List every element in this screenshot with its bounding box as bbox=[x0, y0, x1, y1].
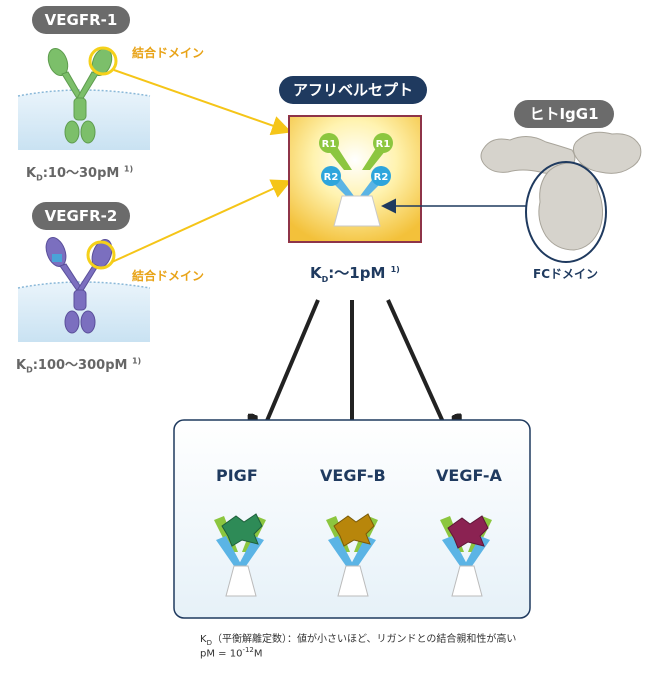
drug-kd: KD:〜1pM 1) bbox=[310, 264, 400, 284]
r1-left-label: R1 bbox=[322, 139, 337, 150]
drug-molecule-icon bbox=[319, 133, 393, 227]
arrow-vegfr1-to-drug bbox=[113, 69, 292, 136]
r2-right-domain bbox=[371, 166, 391, 186]
arrow-to-vegfa bbox=[386, 299, 452, 442]
drug-title-pill: アフリベルセプト bbox=[279, 76, 427, 104]
target-label-vegfb: VEGF-B bbox=[320, 466, 386, 485]
arrow-to-pigf bbox=[258, 299, 320, 442]
r2-left-domain bbox=[321, 166, 341, 186]
igg1-title-pill: ヒトIgG1 bbox=[514, 100, 614, 128]
vegfr1-binding-highlight bbox=[88, 46, 118, 76]
footnote-line2: pM = 10-12M bbox=[200, 646, 263, 660]
vegfr2-receptor-icon bbox=[45, 237, 113, 334]
fc-domain-highlight bbox=[525, 161, 607, 263]
vegfr1-title: VEGFR-1 bbox=[44, 11, 118, 29]
vegfr1-kd: KD:10〜30pM 1) bbox=[26, 164, 134, 183]
vegfr2-title-pill: VEGFR-2 bbox=[32, 202, 130, 230]
igg1-molecule-icon bbox=[480, 131, 642, 251]
r1-right-label: R1 bbox=[376, 139, 391, 150]
r1-right-domain bbox=[373, 133, 393, 153]
vegfr2-title: VEGFR-2 bbox=[44, 207, 118, 225]
vegfr1-receptor-icon bbox=[47, 47, 113, 144]
vegfr1-domain-label: 結合ドメイン bbox=[132, 46, 205, 60]
fc-domain-label: FCドメイン bbox=[533, 267, 599, 281]
pigf-complex-icon bbox=[214, 513, 266, 597]
vegfr2-domain-label: 結合ドメイン bbox=[132, 269, 205, 283]
vegfa-complex-icon bbox=[440, 515, 492, 597]
vegfr2-binding-highlight bbox=[86, 240, 116, 270]
arrow-vegfr2-to-drug bbox=[111, 179, 292, 263]
r1-left-domain bbox=[319, 133, 339, 153]
footnote-line1: KD（平衡解離定数）：値が小さいほど、リガンドとの結合親和性が高い bbox=[200, 634, 517, 647]
target-label-pigf: PIGF bbox=[216, 466, 258, 485]
vegfr1-title-pill: VEGFR-1 bbox=[32, 6, 130, 34]
drug-title: アフリベルセプト bbox=[292, 81, 413, 99]
target-label-vegfa: VEGF-A bbox=[436, 466, 502, 485]
vegfr2-kd: KD:100〜300pM 1) bbox=[16, 356, 142, 375]
r2-right-label: R2 bbox=[374, 172, 389, 183]
vegfb-complex-icon bbox=[326, 513, 378, 597]
igg1-title: ヒトIgG1 bbox=[529, 105, 599, 123]
r2-left-label: R2 bbox=[324, 172, 339, 183]
